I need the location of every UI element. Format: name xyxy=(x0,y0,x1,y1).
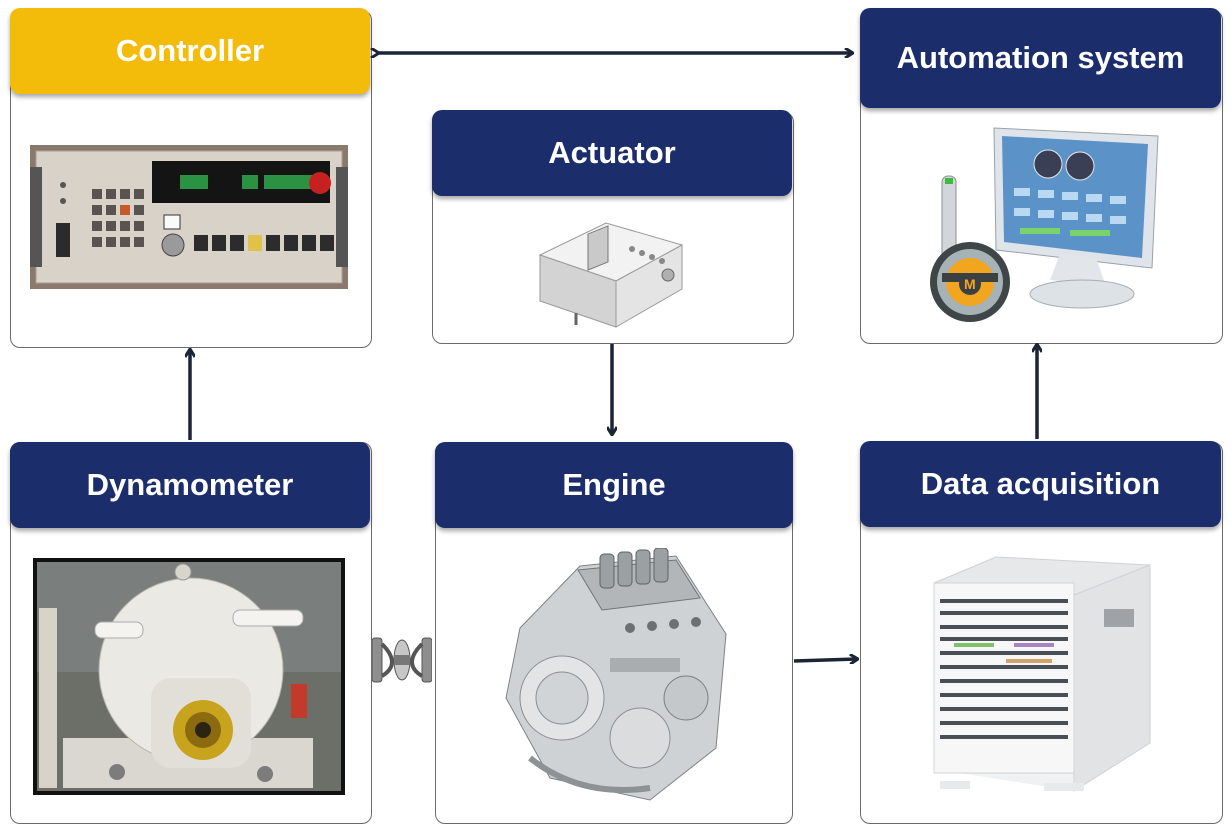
controller-panel-image xyxy=(30,145,348,289)
svg-text:M: M xyxy=(964,276,976,292)
actuator-box-image xyxy=(538,222,684,328)
automation-monitor-image: M xyxy=(930,127,1159,322)
daq-title: Data acquisition xyxy=(920,466,1161,501)
automation-header: Automation system xyxy=(860,8,1221,108)
arrow-engine-daq xyxy=(793,659,857,661)
actuator-title: Actuator xyxy=(548,135,676,170)
daq-header: Data acquisition xyxy=(860,441,1221,527)
daq-rack-image xyxy=(933,556,1151,792)
automation-title: Automation system xyxy=(896,40,1185,75)
controller-title: Controller xyxy=(115,33,265,68)
shaft-coupling-image xyxy=(372,637,432,683)
engine-title: Engine xyxy=(562,467,666,502)
engine-header: Engine xyxy=(435,442,793,528)
dynamometer-title: Dynamometer xyxy=(86,467,294,502)
controller-header: Controller xyxy=(10,8,370,94)
dynamometer-photo xyxy=(33,558,345,795)
dynamometer-header: Dynamometer xyxy=(10,442,370,528)
actuator-header: Actuator xyxy=(432,110,792,196)
engine-image xyxy=(505,548,727,801)
